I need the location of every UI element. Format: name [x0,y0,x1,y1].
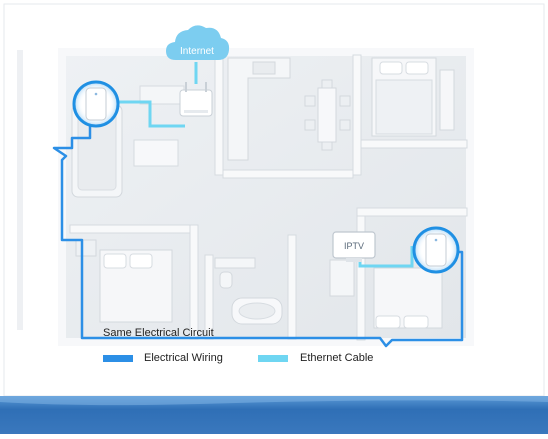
internet-label: Internet [180,46,214,57]
kitchen [227,57,351,161]
legend-electrical-swatch [103,355,133,362]
living-room [71,85,185,198]
legend-ethernet-swatch [258,355,288,362]
internet-cloud-icon: Internet [166,25,230,60]
powerline-adapter-right-icon [412,226,460,274]
bedroom-bottom-right [329,207,468,341]
ethernet-cable-router [112,100,185,128]
iptv-device-icon: IPTV [332,231,376,262]
router [179,82,213,117]
building [58,48,474,346]
bedroom-top-right [371,57,455,137]
footer-highlight [0,396,548,406]
iptv-label: IPTV [344,241,364,251]
same-circuit-label: Same Electrical Circuit [103,327,214,339]
legend-electrical-label: Electrical Wiring [144,352,223,364]
legend-ethernet-label: Ethernet Cable [300,352,374,364]
electrical-wiring [52,124,464,348]
powerline-adapter-left-icon [72,80,120,128]
bedroom-bottom-left [69,224,199,340]
bathroom [204,234,297,340]
